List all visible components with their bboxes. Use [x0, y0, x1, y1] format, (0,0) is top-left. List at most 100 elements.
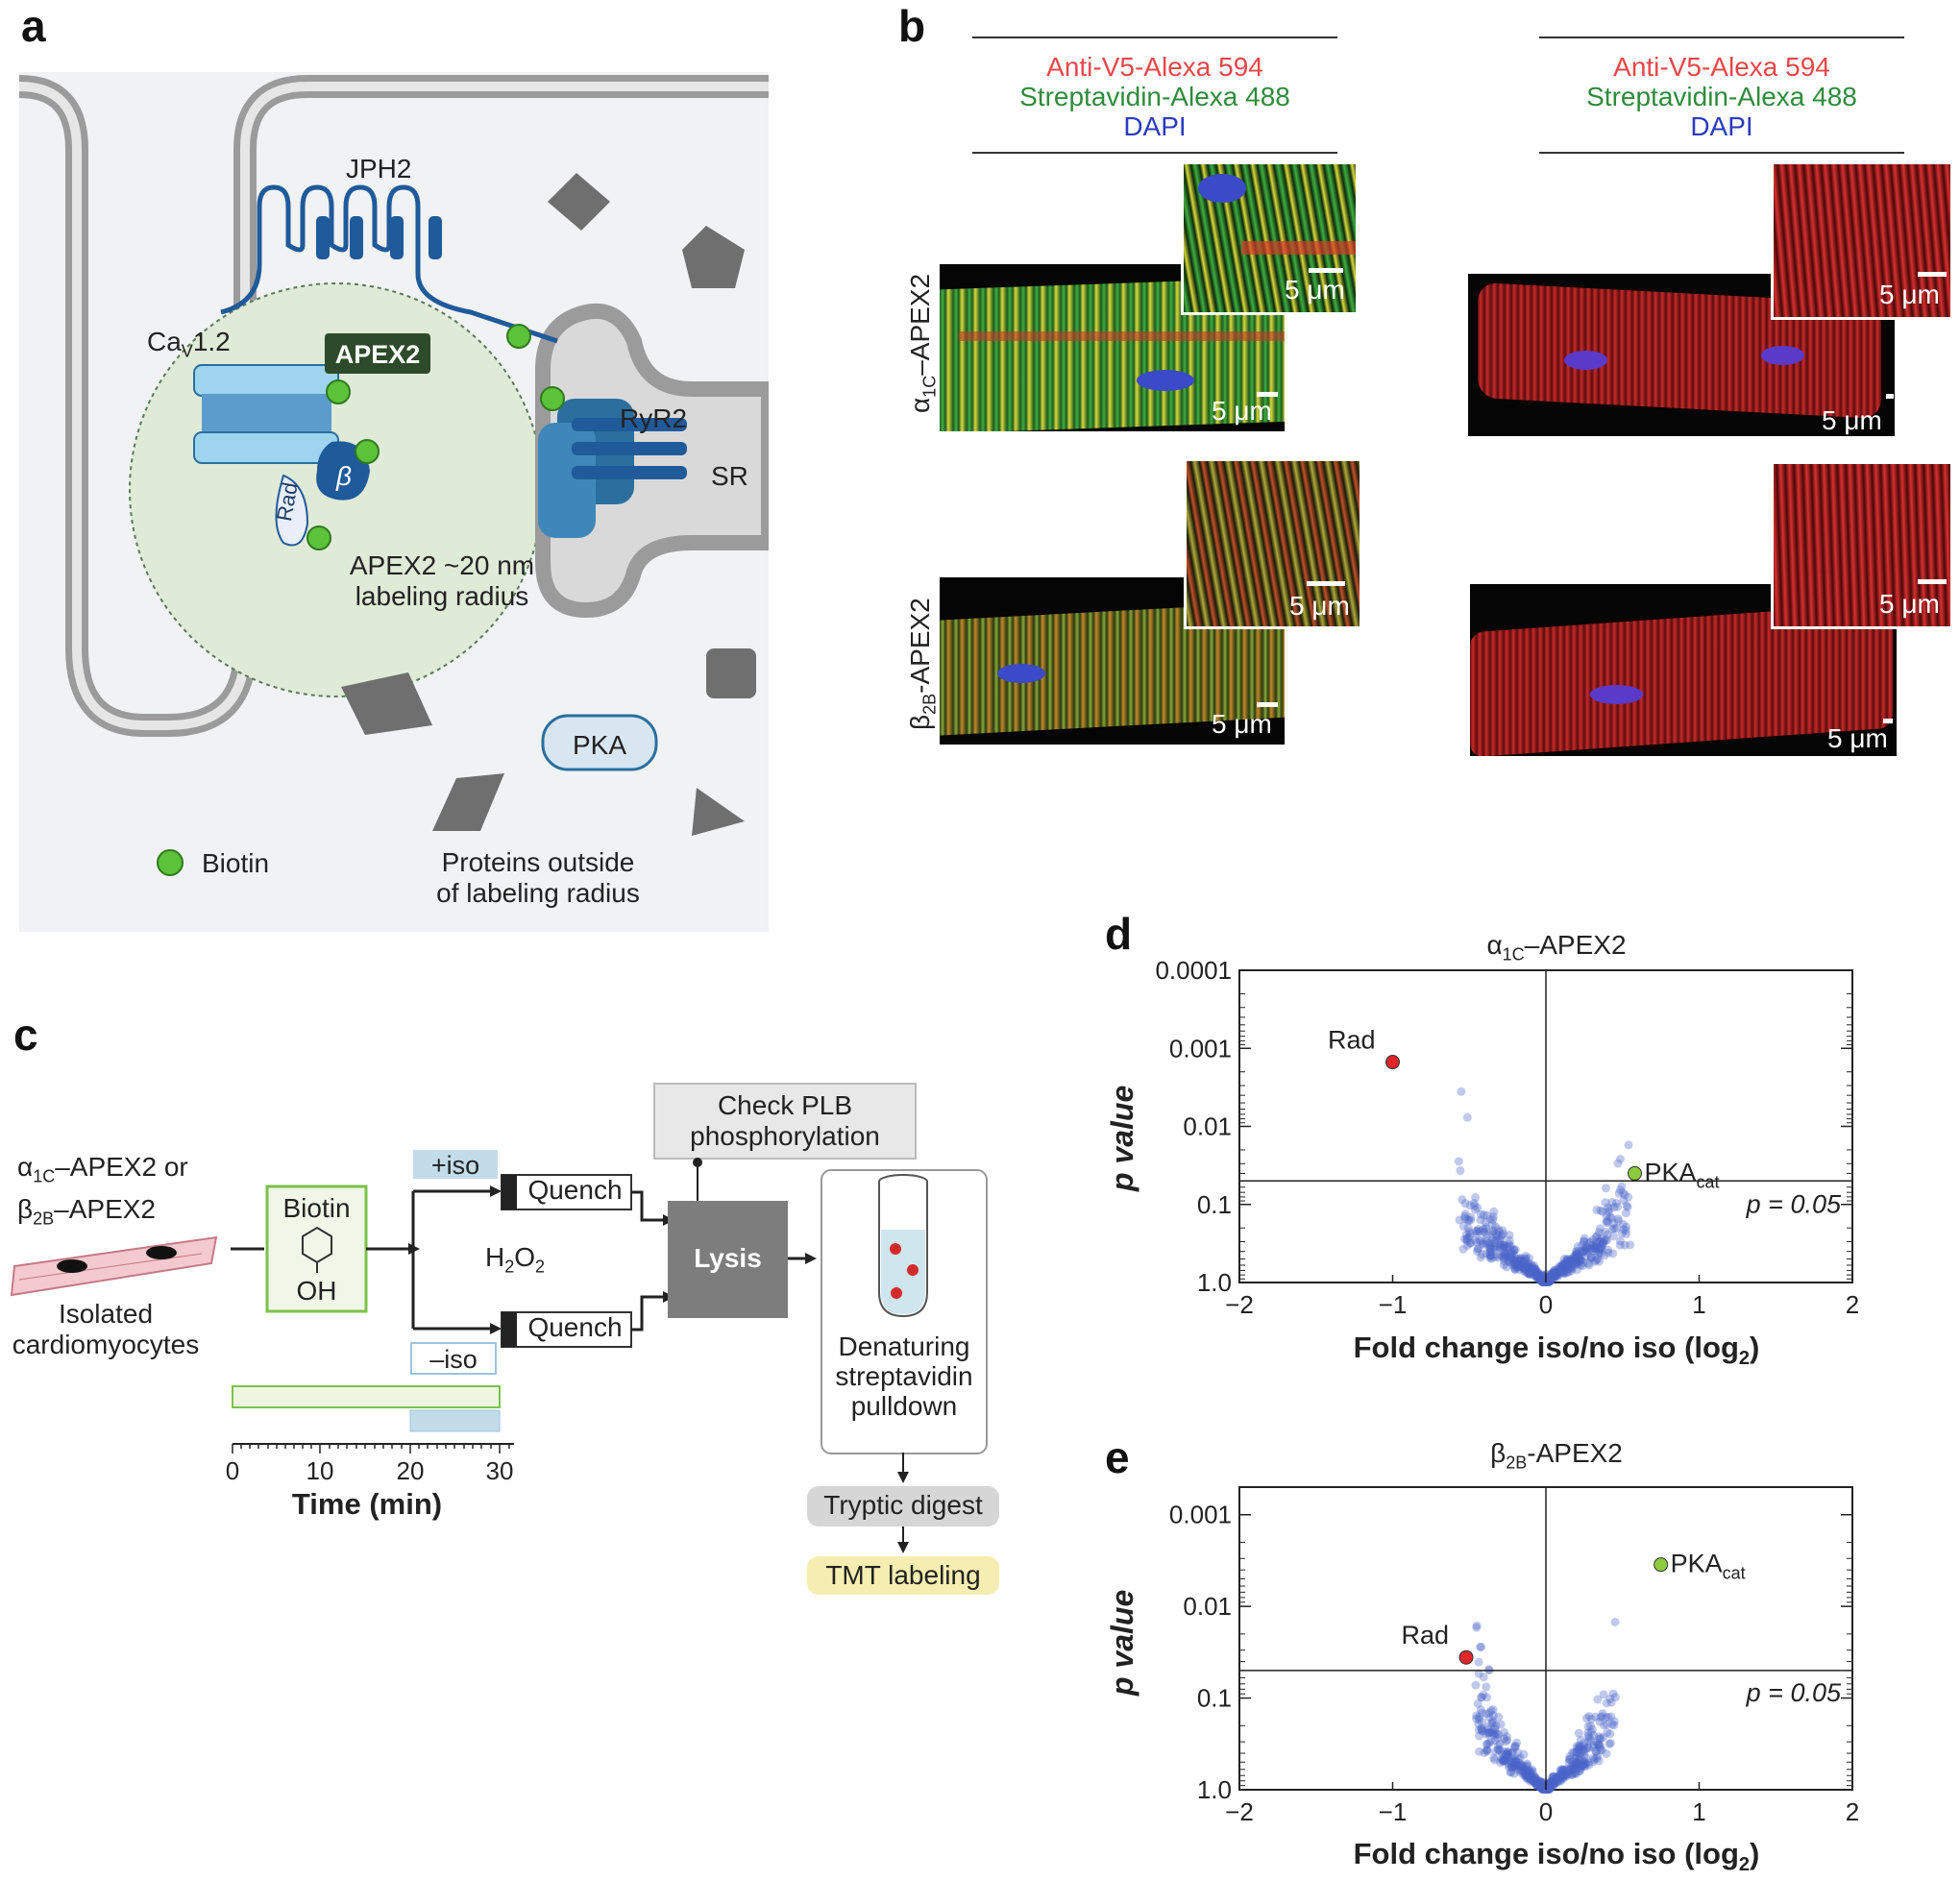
- x-tick-label: −1: [1379, 1797, 1408, 1826]
- protein-point: [1566, 1256, 1576, 1265]
- protein-point: [1518, 1761, 1528, 1771]
- protein-point: [1587, 1724, 1597, 1734]
- protein-point: [1532, 1271, 1542, 1281]
- protein-point: [1519, 1767, 1529, 1776]
- protein-point: [1471, 1680, 1481, 1690]
- protein-point: [1567, 1771, 1577, 1780]
- protein-point: [1488, 1214, 1498, 1224]
- protein-point: [1549, 1778, 1558, 1788]
- protein-point: [1513, 1260, 1523, 1270]
- protein-point: [1518, 1764, 1528, 1773]
- protein-point: [1529, 1265, 1538, 1275]
- protein-point: [1563, 1260, 1573, 1270]
- protein-point: [1482, 1224, 1491, 1234]
- protein-point: [1519, 1771, 1529, 1780]
- protein-point: [1548, 1271, 1557, 1281]
- protein-point: [1586, 1727, 1596, 1737]
- protein-point: [1455, 1215, 1464, 1225]
- protein-point: [1581, 1744, 1591, 1753]
- row-label-alpha1c: α1C–APEX2: [905, 273, 940, 413]
- protein-point: [1578, 1760, 1587, 1770]
- protein-point: [1482, 1210, 1492, 1220]
- rad-point: [1385, 1055, 1400, 1070]
- protein-point: [1498, 1756, 1507, 1766]
- protein-point: [1531, 1777, 1540, 1787]
- protein-point: [1546, 1277, 1556, 1286]
- protein-point: [1535, 1274, 1545, 1283]
- protein-point: [1559, 1261, 1569, 1271]
- protein-point: [1593, 1695, 1603, 1704]
- protein-point: [1573, 1242, 1582, 1252]
- protein-point: [1580, 1234, 1589, 1243]
- protein-point: [1559, 1255, 1569, 1264]
- protein-point: [1531, 1264, 1540, 1274]
- protein-point: [1462, 1112, 1472, 1122]
- protein-point: [1477, 1642, 1486, 1651]
- protein-point: [1531, 1266, 1540, 1276]
- protein-point: [1579, 1745, 1588, 1754]
- protein-point: [1540, 1273, 1550, 1282]
- protein-point: [1598, 1238, 1607, 1248]
- protein-point: [1561, 1766, 1571, 1775]
- protein-point: [1531, 1270, 1541, 1280]
- protein-point: [1523, 1774, 1532, 1784]
- protein-point: [1501, 1249, 1510, 1258]
- protein-point: [1530, 1263, 1539, 1273]
- protein-point: [1521, 1762, 1531, 1771]
- protein-point: [1540, 1784, 1550, 1794]
- protein-point: [1537, 1784, 1547, 1794]
- protein-point: [1590, 1241, 1600, 1251]
- protein-point: [1591, 1246, 1601, 1256]
- protein-point: [1574, 1767, 1583, 1776]
- protein-point: [1521, 1266, 1531, 1276]
- protein-point: [1551, 1778, 1560, 1788]
- protein-point: [1576, 1255, 1585, 1264]
- protein-point: [1606, 1698, 1616, 1707]
- protein-point: [1542, 1274, 1552, 1283]
- panel-letter-c: c: [13, 1010, 38, 1060]
- protein-point: [1536, 1274, 1546, 1283]
- protein-point: [1520, 1765, 1530, 1774]
- protein-point: [1602, 1720, 1611, 1729]
- protein-point: [1546, 1276, 1556, 1285]
- protein-point: [1564, 1264, 1574, 1274]
- protein-point: [1558, 1267, 1568, 1277]
- protein-point: [1531, 1775, 1541, 1785]
- protein-point: [1562, 1770, 1572, 1779]
- protein-point: [1458, 1222, 1468, 1232]
- protein-point: [1485, 1253, 1495, 1262]
- protein-point: [1556, 1773, 1566, 1783]
- protein-point: [1507, 1763, 1517, 1772]
- protein-point: [1511, 1741, 1521, 1750]
- protein-point: [1538, 1781, 1548, 1791]
- protein-point: [1537, 1783, 1547, 1793]
- protein-point: [1542, 1784, 1552, 1794]
- protein-point: [1607, 1224, 1617, 1234]
- protein-point: [1504, 1255, 1513, 1264]
- protein-point: [1568, 1760, 1578, 1770]
- protein-point: [1603, 1203, 1612, 1212]
- protein-point: [1578, 1261, 1587, 1271]
- protein-point: [1482, 1709, 1491, 1719]
- protein-point: [1570, 1769, 1580, 1778]
- protein-point: [1501, 1737, 1510, 1747]
- protein-point: [1571, 1763, 1580, 1772]
- protein-point: [1560, 1259, 1570, 1269]
- protein-point: [1540, 1783, 1550, 1793]
- protein-point: [1556, 1266, 1566, 1276]
- protein-point: [1594, 1248, 1604, 1258]
- protein-point: [1540, 1784, 1550, 1794]
- protein-point: [1538, 1277, 1548, 1286]
- protein-point: [1488, 1711, 1498, 1721]
- protein-point: [1534, 1275, 1544, 1284]
- protein-point: [1545, 1274, 1555, 1283]
- protein-point: [1537, 1273, 1547, 1282]
- protein-point: [1502, 1242, 1511, 1252]
- protein-point: [1461, 1230, 1471, 1239]
- protein-point: [1486, 1251, 1496, 1260]
- protein-point: [1556, 1766, 1565, 1775]
- protein-point: [1553, 1272, 1562, 1282]
- protein-point: [1492, 1729, 1502, 1739]
- protein-point: [1499, 1240, 1508, 1250]
- protein-point: [1513, 1261, 1523, 1271]
